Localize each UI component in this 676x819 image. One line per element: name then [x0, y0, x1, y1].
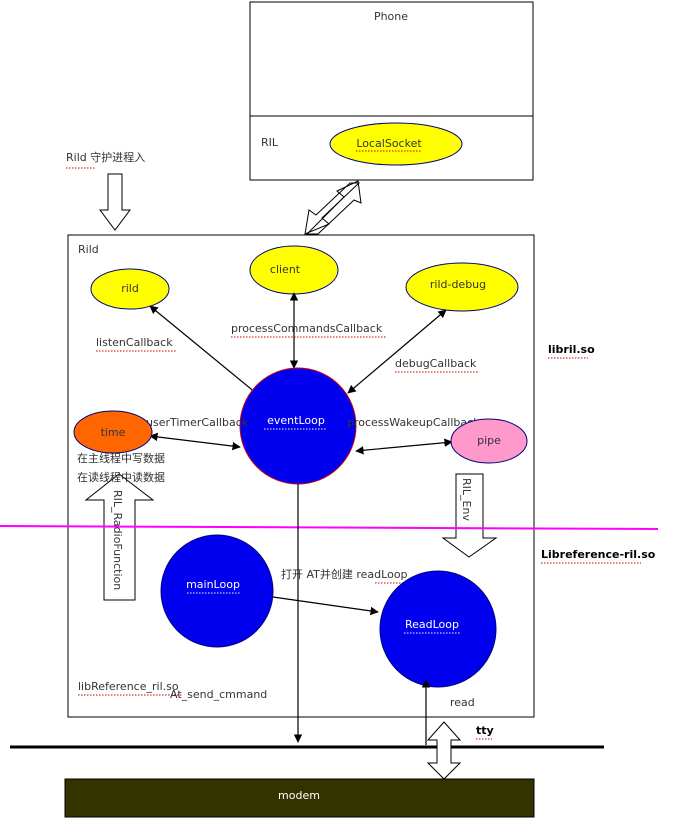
tty-modem-double-arrow — [426, 721, 462, 780]
event-loop-label: eventLoop — [267, 414, 325, 427]
ril-radio-function-arrow — [84, 473, 155, 601]
ril-env-arrow — [441, 473, 498, 558]
phone-rild-double-arrow — [304, 180, 362, 235]
tty-label: tty — [476, 724, 494, 737]
pipe-node — [450, 418, 528, 464]
time-node-label: time — [101, 426, 126, 439]
local-socket-node — [329, 122, 463, 166]
pipe-node-label: pipe — [477, 434, 501, 447]
libreference-ril-so-box-label: libReference_ril.so — [78, 680, 179, 693]
rild-debug-node — [405, 262, 519, 312]
read-loop-node — [379, 570, 497, 688]
rild-node — [90, 268, 170, 310]
process-wakeup-callback-label: processWakeupCallback — [347, 416, 480, 429]
at-send-command-label: At_send_cmmand — [170, 688, 267, 701]
rild-daemon-label: Rild 守护进程入 — [66, 150, 145, 164]
rild-debug-node-label: rild-debug — [430, 278, 486, 291]
debug-callback-label: debugCallback — [395, 357, 477, 370]
main-loop-label: mainLoop — [186, 578, 240, 591]
write-main-thread-label: 在主线程中写数据 — [77, 451, 165, 465]
rild-node-label: rild — [121, 282, 139, 295]
modem-label: modem — [278, 789, 320, 802]
modem-box — [64, 778, 535, 818]
open-at-create-label: 打开 AT并创建 readLoop — [281, 567, 408, 581]
client-node-label: client — [270, 263, 301, 276]
rild-entry-arrow — [99, 173, 131, 231]
read-label: read — [450, 696, 475, 709]
libril-so-label: libril.so — [548, 343, 595, 356]
library-divider — [0, 525, 659, 530]
rild-box-label: Rild — [78, 243, 99, 256]
local-socket-label: LocalSocket — [356, 137, 422, 150]
main-loop-node — [160, 534, 274, 648]
read-loop-label: ReadLoop — [405, 618, 459, 631]
ril-env-label: RIL_Env — [460, 478, 473, 521]
read-read-thread-label: 在读线程中读数据 — [77, 470, 165, 484]
libreference-ril-so-right-label: Libreference-ril.so — [541, 548, 656, 561]
user-timer-callback-label: userTimerCallback — [146, 416, 249, 429]
ril-label: RIL — [261, 136, 279, 149]
time-node — [73, 410, 153, 454]
ril-radio-function-label: RIL_RadioFunction — [111, 490, 124, 590]
listen-callback-label: listenCallback — [96, 336, 173, 349]
phone-label: Phone — [374, 10, 408, 23]
process-commands-callback-label: processCommandsCallback — [231, 322, 383, 335]
